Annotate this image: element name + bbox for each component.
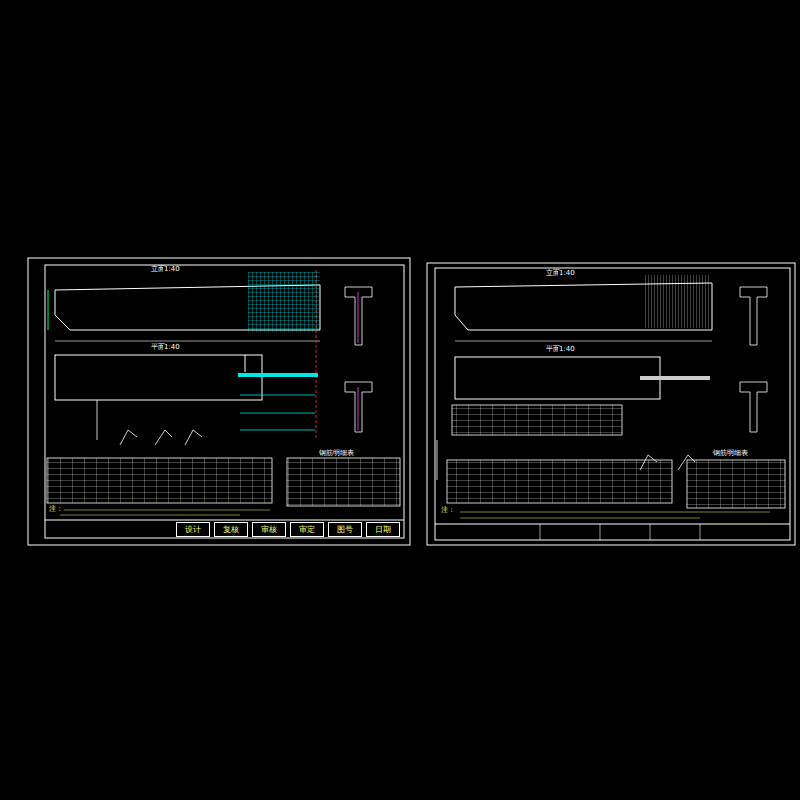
title-block-text: 日期 — [375, 524, 391, 535]
drawing-label: 1:40 — [558, 270, 576, 277]
title-block-text: 设计 — [185, 524, 201, 535]
title-block-cell: 审定 — [290, 522, 324, 537]
drawing-label: 1:40 — [163, 266, 181, 273]
title-block-cell: 设计 — [176, 522, 210, 537]
drawing-label: 钢筋明细表 — [712, 450, 749, 457]
drawing-label: 1:40 — [163, 344, 181, 351]
title-block-text: 审核 — [261, 524, 277, 535]
drawing-label: 注： — [48, 506, 64, 513]
title-block-cell: 日期 — [366, 522, 400, 537]
drawing-label: 注： — [440, 507, 456, 514]
title-block-cell: 审核 — [252, 522, 286, 537]
title-block-cell: 图号 — [328, 522, 362, 537]
drawing-label: 1:40 — [558, 346, 576, 353]
drawing-label: 钢筋明细表 — [318, 450, 355, 457]
title-block-text: 复核 — [223, 524, 239, 535]
title-block-cell: 复核 — [214, 522, 248, 537]
title-block-text: 审定 — [299, 524, 315, 535]
title-block-text: 图号 — [337, 524, 353, 535]
